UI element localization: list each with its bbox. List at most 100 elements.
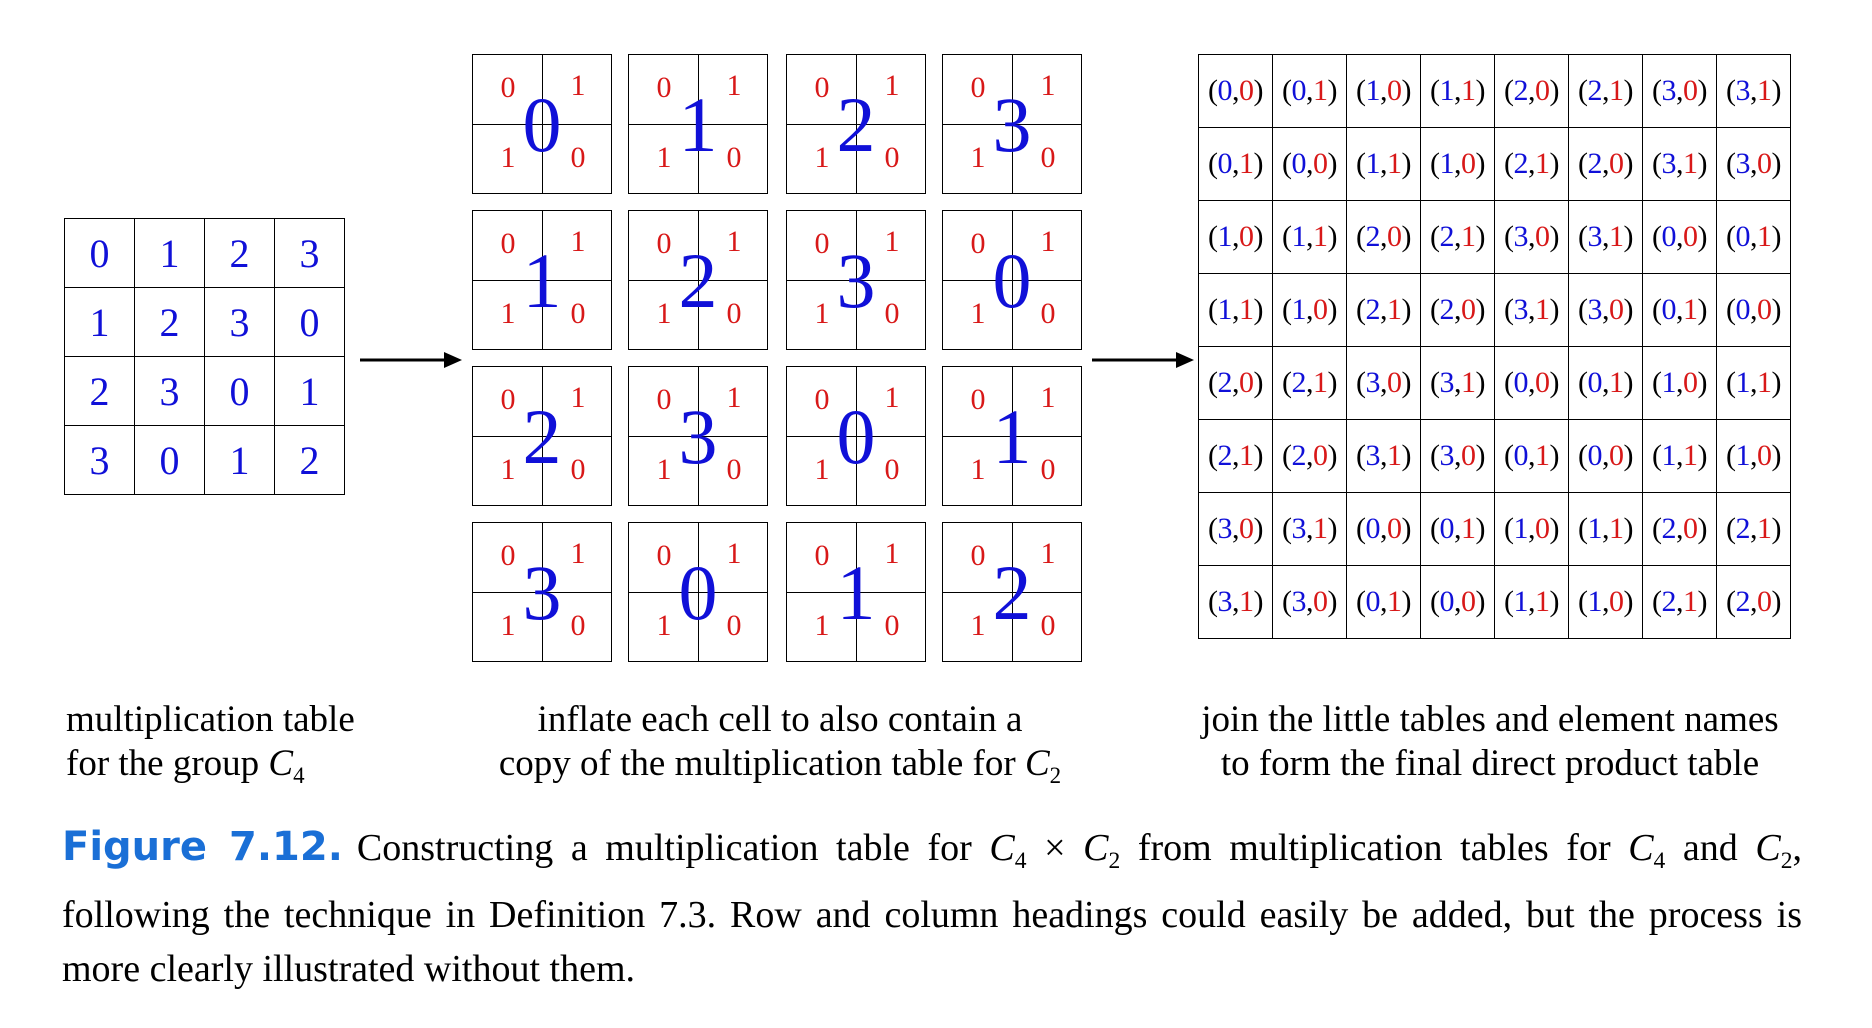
c2-element: 1 xyxy=(1609,512,1624,545)
paren: ) xyxy=(1475,147,1486,180)
comma: , xyxy=(1750,366,1758,399)
table-cell: 1 xyxy=(204,425,275,495)
paren: ( xyxy=(1504,147,1514,180)
paren: ) xyxy=(1549,74,1560,107)
group-subscript: 4 xyxy=(1014,848,1027,875)
c2-entry: 0 xyxy=(726,297,742,330)
c4-element: 0 xyxy=(1291,74,1307,107)
product-cell: (1,0) xyxy=(1642,346,1717,420)
paren: ( xyxy=(1208,439,1218,472)
c2-element: 1 xyxy=(1757,366,1772,399)
c2-element: 0 xyxy=(1461,585,1476,618)
product-cell: (3,1) xyxy=(1198,565,1273,639)
c2-element: 1 xyxy=(1461,74,1476,107)
table-cell: 2 xyxy=(274,425,345,495)
comma: , xyxy=(1602,293,1610,326)
table-cell: 2 xyxy=(204,218,275,288)
caption-line: join the little tables and element names xyxy=(1201,699,1779,740)
c4-element: 3 xyxy=(1587,220,1603,253)
product-cell: (2,1) xyxy=(1346,273,1421,347)
product-cell: (0,1) xyxy=(1716,200,1791,274)
c2-element: 0 xyxy=(1387,512,1402,545)
c2-element: 0 xyxy=(1313,293,1328,326)
c4-element: 3 xyxy=(1513,293,1529,326)
table-row: (1,1)(1,0)(2,1)(2,0)(3,1)(3,0)(0,1)(0,0) xyxy=(1198,273,1791,347)
paren: ) xyxy=(1327,366,1338,399)
product-cell: (3,1) xyxy=(1420,346,1495,420)
paren: ) xyxy=(1697,74,1708,107)
comma: , xyxy=(1750,293,1758,326)
paren: ( xyxy=(1578,439,1588,472)
c4-element: 0 xyxy=(1661,220,1677,253)
c4-element: 2 xyxy=(1217,366,1233,399)
paren: ) xyxy=(1401,74,1412,107)
comma: , xyxy=(1676,293,1684,326)
product-cell: (0,1) xyxy=(1494,419,1569,493)
comma: , xyxy=(1380,220,1388,253)
comma: , xyxy=(1750,585,1758,618)
c2-entry: 1 xyxy=(570,69,586,102)
product-cell: (1,0) xyxy=(1494,492,1569,566)
c4-element: 3 xyxy=(1291,585,1307,618)
c2-element: 1 xyxy=(1313,512,1328,545)
table-cell: 1 xyxy=(134,218,205,288)
c4-entry: 1 xyxy=(678,81,718,168)
comma: , xyxy=(1380,147,1388,180)
paren: ( xyxy=(1726,512,1736,545)
paren: ( xyxy=(1208,147,1218,180)
c2-entry: 0 xyxy=(500,539,516,572)
c2-element: 1 xyxy=(1239,585,1254,618)
c2-element: 1 xyxy=(1461,366,1476,399)
c2-entry: 1 xyxy=(884,381,900,414)
product-cell: (2,1) xyxy=(1716,492,1791,566)
divider xyxy=(787,436,925,437)
paren: ( xyxy=(1430,293,1440,326)
divider xyxy=(629,280,767,281)
comma: , xyxy=(1750,220,1758,253)
c2-entry: 0 xyxy=(570,609,586,642)
paren: ( xyxy=(1430,74,1440,107)
c2-entry: 1 xyxy=(1040,225,1056,258)
c2-element: 1 xyxy=(1609,220,1624,253)
figure-text: , following the technique in Definition … xyxy=(62,827,1803,991)
table-row: (0,1)(0,0)(1,1)(1,0)(2,1)(2,0)(3,1)(3,0) xyxy=(1198,127,1791,201)
c4-entry: 0 xyxy=(522,81,562,168)
c2-element: 1 xyxy=(1757,512,1772,545)
c4-element: 1 xyxy=(1735,439,1751,472)
paren: ( xyxy=(1726,74,1736,107)
paren: ) xyxy=(1253,293,1264,326)
c4-entry: 2 xyxy=(992,549,1032,636)
c2-element: 1 xyxy=(1313,220,1328,253)
c2-entry: 1 xyxy=(500,453,516,486)
c2-element: 0 xyxy=(1757,147,1772,180)
paren: ) xyxy=(1771,512,1782,545)
caption-line: copy of the multiplication table for C2 xyxy=(440,742,1120,798)
c4-element: 0 xyxy=(1735,293,1751,326)
paren: ) xyxy=(1771,439,1782,472)
c2-element: 1 xyxy=(1387,585,1402,618)
paren: ) xyxy=(1253,366,1264,399)
c2-entry: 1 xyxy=(570,381,586,414)
c2-entry: 0 xyxy=(970,227,986,260)
paren: ) xyxy=(1549,220,1560,253)
comma: , xyxy=(1380,439,1388,472)
group-symbol: C xyxy=(989,827,1015,869)
c2-element: 1 xyxy=(1535,585,1550,618)
paren: ( xyxy=(1430,147,1440,180)
figure-text: and xyxy=(1665,827,1756,869)
table-row: (1,0)(1,1)(2,0)(2,1)(3,0)(3,1)(0,0)(0,1) xyxy=(1198,200,1791,274)
divider xyxy=(473,124,611,125)
c2-entry: 0 xyxy=(814,227,830,260)
paren: ) xyxy=(1475,74,1486,107)
product-cell: (0,1) xyxy=(1198,127,1273,201)
paren: ) xyxy=(1253,74,1264,107)
c2-entry: 1 xyxy=(1040,381,1056,414)
arrow-right-icon xyxy=(1092,352,1194,368)
comma: , xyxy=(1602,366,1610,399)
paren: ( xyxy=(1356,220,1366,253)
c4-element: 1 xyxy=(1291,220,1307,253)
c2-element: 0 xyxy=(1239,220,1254,253)
comma: , xyxy=(1306,220,1314,253)
